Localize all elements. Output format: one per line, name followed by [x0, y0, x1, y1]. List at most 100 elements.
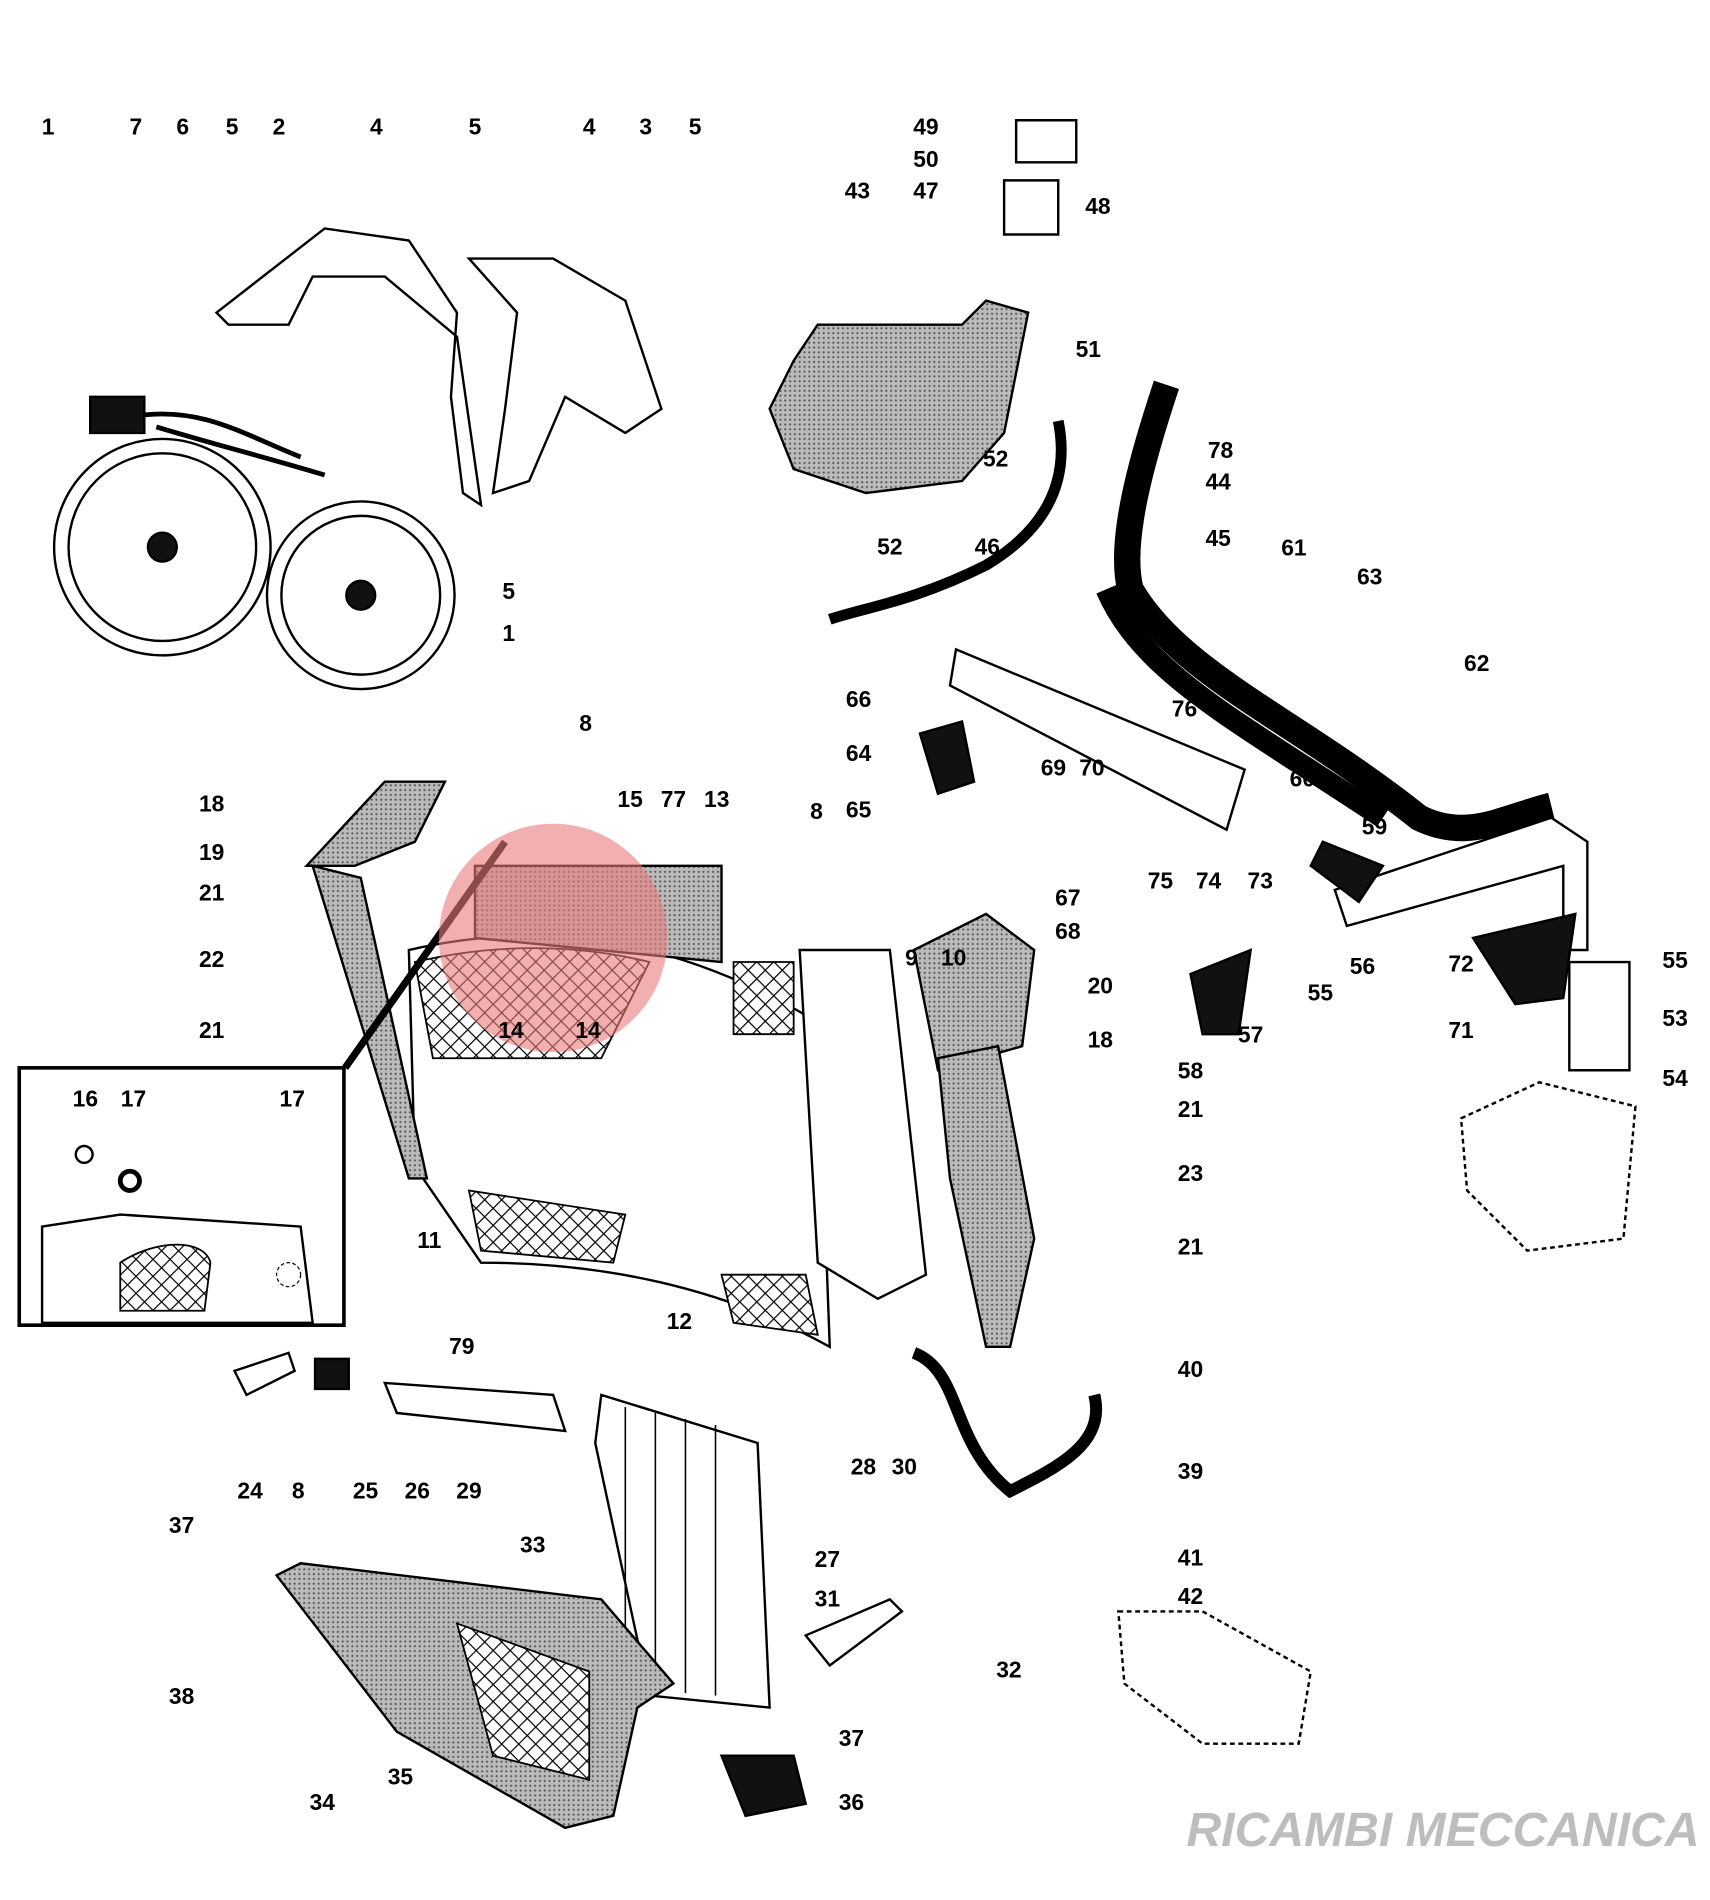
callout-11: 11 — [417, 1227, 441, 1253]
callout-15: 15 — [617, 786, 643, 812]
callout-37: 37 — [839, 1725, 864, 1751]
callout-46: 46 — [975, 533, 1000, 559]
callout-67: 67 — [1055, 885, 1080, 911]
callout-40: 40 — [1178, 1356, 1203, 1382]
callout-70: 70 — [1079, 755, 1104, 781]
callout-52: 52 — [877, 533, 902, 559]
callout-68: 68 — [1055, 918, 1080, 944]
callout-5: 5 — [502, 578, 515, 604]
callout-57: 57 — [1238, 1022, 1263, 1048]
callout-23: 23 — [1178, 1160, 1203, 1186]
callout-27: 27 — [815, 1546, 840, 1572]
callout-17: 17 — [280, 1085, 305, 1111]
water-pump — [1459, 1081, 1637, 1252]
callout-5: 5 — [226, 114, 239, 140]
callout-35: 35 — [388, 1764, 414, 1790]
callout-24: 24 — [237, 1477, 263, 1503]
callout-50: 50 — [913, 146, 938, 172]
callout-38: 38 — [169, 1683, 194, 1709]
callout-76: 76 — [1172, 696, 1197, 722]
lower-fairing — [274, 1562, 676, 1830]
callout-45: 45 — [1205, 525, 1231, 551]
hose-57 — [1189, 948, 1253, 1036]
callout-6: 6 — [176, 114, 189, 140]
callout-2: 2 — [273, 114, 286, 140]
callout-13: 13 — [704, 786, 729, 812]
fan-left — [52, 437, 272, 657]
callout-64: 64 — [846, 740, 872, 766]
watermark-text: RICAMBI MECCANICA — [1187, 1803, 1700, 1857]
callout-78: 78 — [1208, 437, 1233, 463]
callout-12: 12 — [667, 1308, 692, 1334]
callout-21: 21 — [199, 1017, 225, 1043]
callout-77: 77 — [661, 786, 686, 812]
callout-62: 62 — [1464, 650, 1489, 676]
callout-71: 71 — [1448, 1017, 1474, 1043]
callout-39: 39 — [1178, 1458, 1203, 1484]
radiator-side-tank — [798, 948, 928, 1301]
callout-33: 33 — [520, 1531, 545, 1557]
callout-8: 8 — [579, 710, 592, 736]
callout-79: 79 — [449, 1333, 474, 1359]
callout-29: 29 — [456, 1477, 481, 1503]
oil-cooler — [594, 1393, 771, 1709]
callout-14: 14 — [498, 1017, 524, 1043]
cover-19 — [303, 780, 447, 868]
callout-58: 58 — [1178, 1058, 1203, 1084]
callout-19: 19 — [199, 839, 224, 865]
callout-32: 32 — [996, 1657, 1021, 1683]
callout-52: 52 — [983, 446, 1008, 472]
callout-30: 30 — [892, 1453, 917, 1479]
callout-5: 5 — [689, 114, 702, 140]
callout-55: 55 — [1662, 947, 1688, 973]
callout-43: 43 — [845, 177, 870, 203]
callout-69: 69 — [1041, 755, 1066, 781]
callout-21: 21 — [1178, 1096, 1204, 1122]
callout-55: 55 — [1308, 980, 1334, 1006]
bracket-left — [214, 227, 483, 508]
callout-21: 21 — [199, 880, 225, 906]
callout-1: 1 — [502, 620, 515, 646]
callout-56: 56 — [1350, 953, 1375, 979]
callout-37: 37 — [169, 1512, 194, 1538]
callout-73: 73 — [1248, 868, 1273, 894]
connector — [88, 395, 146, 435]
coolant-pipe — [948, 647, 1247, 832]
callout-60: 60 — [1290, 765, 1315, 791]
callout-18: 18 — [1088, 1026, 1113, 1052]
callout-5: 5 — [469, 114, 482, 140]
callout-75: 75 — [1148, 868, 1174, 894]
callout-61: 61 — [1281, 535, 1307, 561]
parts-artwork — [52, 119, 1637, 1830]
callout-18: 18 — [199, 791, 224, 817]
cover-20 — [912, 912, 1036, 1072]
side-panel-22 — [310, 864, 429, 1180]
callout-54: 54 — [1662, 1065, 1688, 1091]
callout-4: 4 — [583, 114, 596, 140]
callout-63: 63 — [1357, 563, 1382, 589]
callout-44: 44 — [1205, 468, 1231, 494]
callout-8: 8 — [292, 1477, 305, 1503]
callout-26: 26 — [405, 1477, 430, 1503]
callout-34: 34 — [310, 1789, 336, 1815]
callout-10: 10 — [941, 945, 966, 971]
callout-47: 47 — [913, 177, 938, 203]
callout-4: 4 — [370, 114, 383, 140]
callout-49: 49 — [913, 114, 938, 140]
engine-case — [1117, 1610, 1313, 1745]
side-panel-23 — [936, 1044, 1036, 1349]
callout-65: 65 — [846, 797, 872, 823]
callout-41: 41 — [1178, 1545, 1204, 1571]
part-36 — [719, 1754, 808, 1818]
callout-17: 17 — [121, 1085, 146, 1111]
fan-right — [265, 500, 456, 691]
callout-9: 9 — [905, 945, 918, 971]
callout-8: 8 — [810, 798, 823, 824]
watermark-logo: RICAMBI MECCANICA — [438, 823, 1700, 1857]
callout-21: 21 — [1178, 1233, 1204, 1259]
callout-51: 51 — [1076, 336, 1102, 362]
callout-48: 48 — [1085, 193, 1110, 219]
callout-3: 3 — [639, 114, 652, 140]
callout-16: 16 — [73, 1085, 98, 1111]
